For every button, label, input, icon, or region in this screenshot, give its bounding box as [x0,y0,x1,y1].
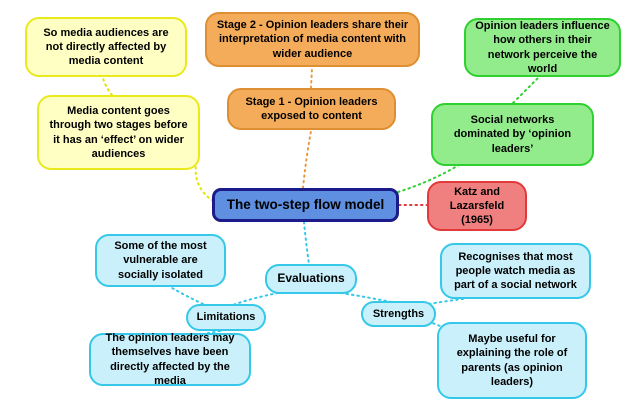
edge-center-social-networks [397,164,460,193]
node-evaluations[interactable]: Evaluations [265,264,357,294]
node-media-content-two-stages[interactable]: Media content goes through two stages be… [37,95,200,170]
edge-media-content-so-media [102,77,113,96]
node-stage-1[interactable]: Stage 1 - Opinion leaders exposed to con… [227,88,396,130]
node-so-media-audiences[interactable]: So media audiences are not directly affe… [25,17,187,77]
node-stage-2[interactable]: Stage 2 - Opinion leaders share their in… [205,12,420,67]
node-strengths[interactable]: Strengths [361,301,436,327]
edge-center-stage1 [302,130,312,189]
node-central-topic[interactable]: The two-step flow model [212,188,399,222]
edge-center-evaluations [303,221,310,265]
node-vulnerable-isolated[interactable]: Some of the most vulnerable are socially… [95,234,226,287]
node-recognises-social-network[interactable]: Recognises that most people watch media … [440,243,591,299]
node-social-networks[interactable]: Social networks dominated by ‘opinion le… [431,103,594,166]
node-opinion-leaders-influence[interactable]: Opinion leaders influence how others in … [464,18,621,77]
node-opinion-leaders-affected[interactable]: The opinion leaders may themselves have … [89,332,251,387]
edge-evaluations-limitations [232,292,279,306]
edge-stage1-stage2 [310,67,313,89]
edge-strengths-recognises [428,298,464,305]
node-maybe-useful-parents[interactable]: Maybe useful for explaining the role of … [437,322,587,399]
edge-social-networks-opinion-influence [512,77,539,104]
node-limitations[interactable]: Limitations [186,304,266,331]
edge-limitations-vulnerable [171,287,204,305]
node-katz-lazarsfeld[interactable]: Katz and Lazarsfeld (1965) [427,181,527,231]
